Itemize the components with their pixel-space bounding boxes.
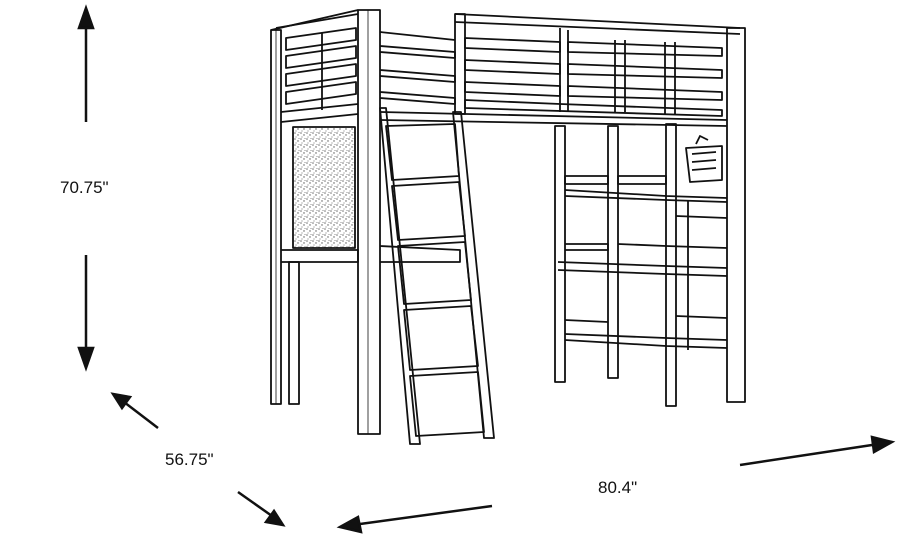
height-dimension-arrow [77,4,95,372]
front-guardrail [379,13,746,403]
ladder [379,107,495,445]
back-guardrail [379,31,456,105]
bookcase-unit [554,123,728,407]
file-organizer [685,135,723,183]
left-front-post [357,9,381,435]
corkboard-panel [292,126,356,249]
left-lower-frame [281,245,461,405]
loft-bed-illustration [270,9,746,445]
height-dimension-label: 70.75" [60,178,109,197]
width-dimension-arrow [336,435,896,534]
depth-dimension-label: 56.75" [165,450,214,469]
left-guardrail [270,9,359,123]
left-back-post [270,29,282,405]
width-dimension-label: 80.4" [598,478,638,497]
depth-dimension-arrow [110,392,286,527]
